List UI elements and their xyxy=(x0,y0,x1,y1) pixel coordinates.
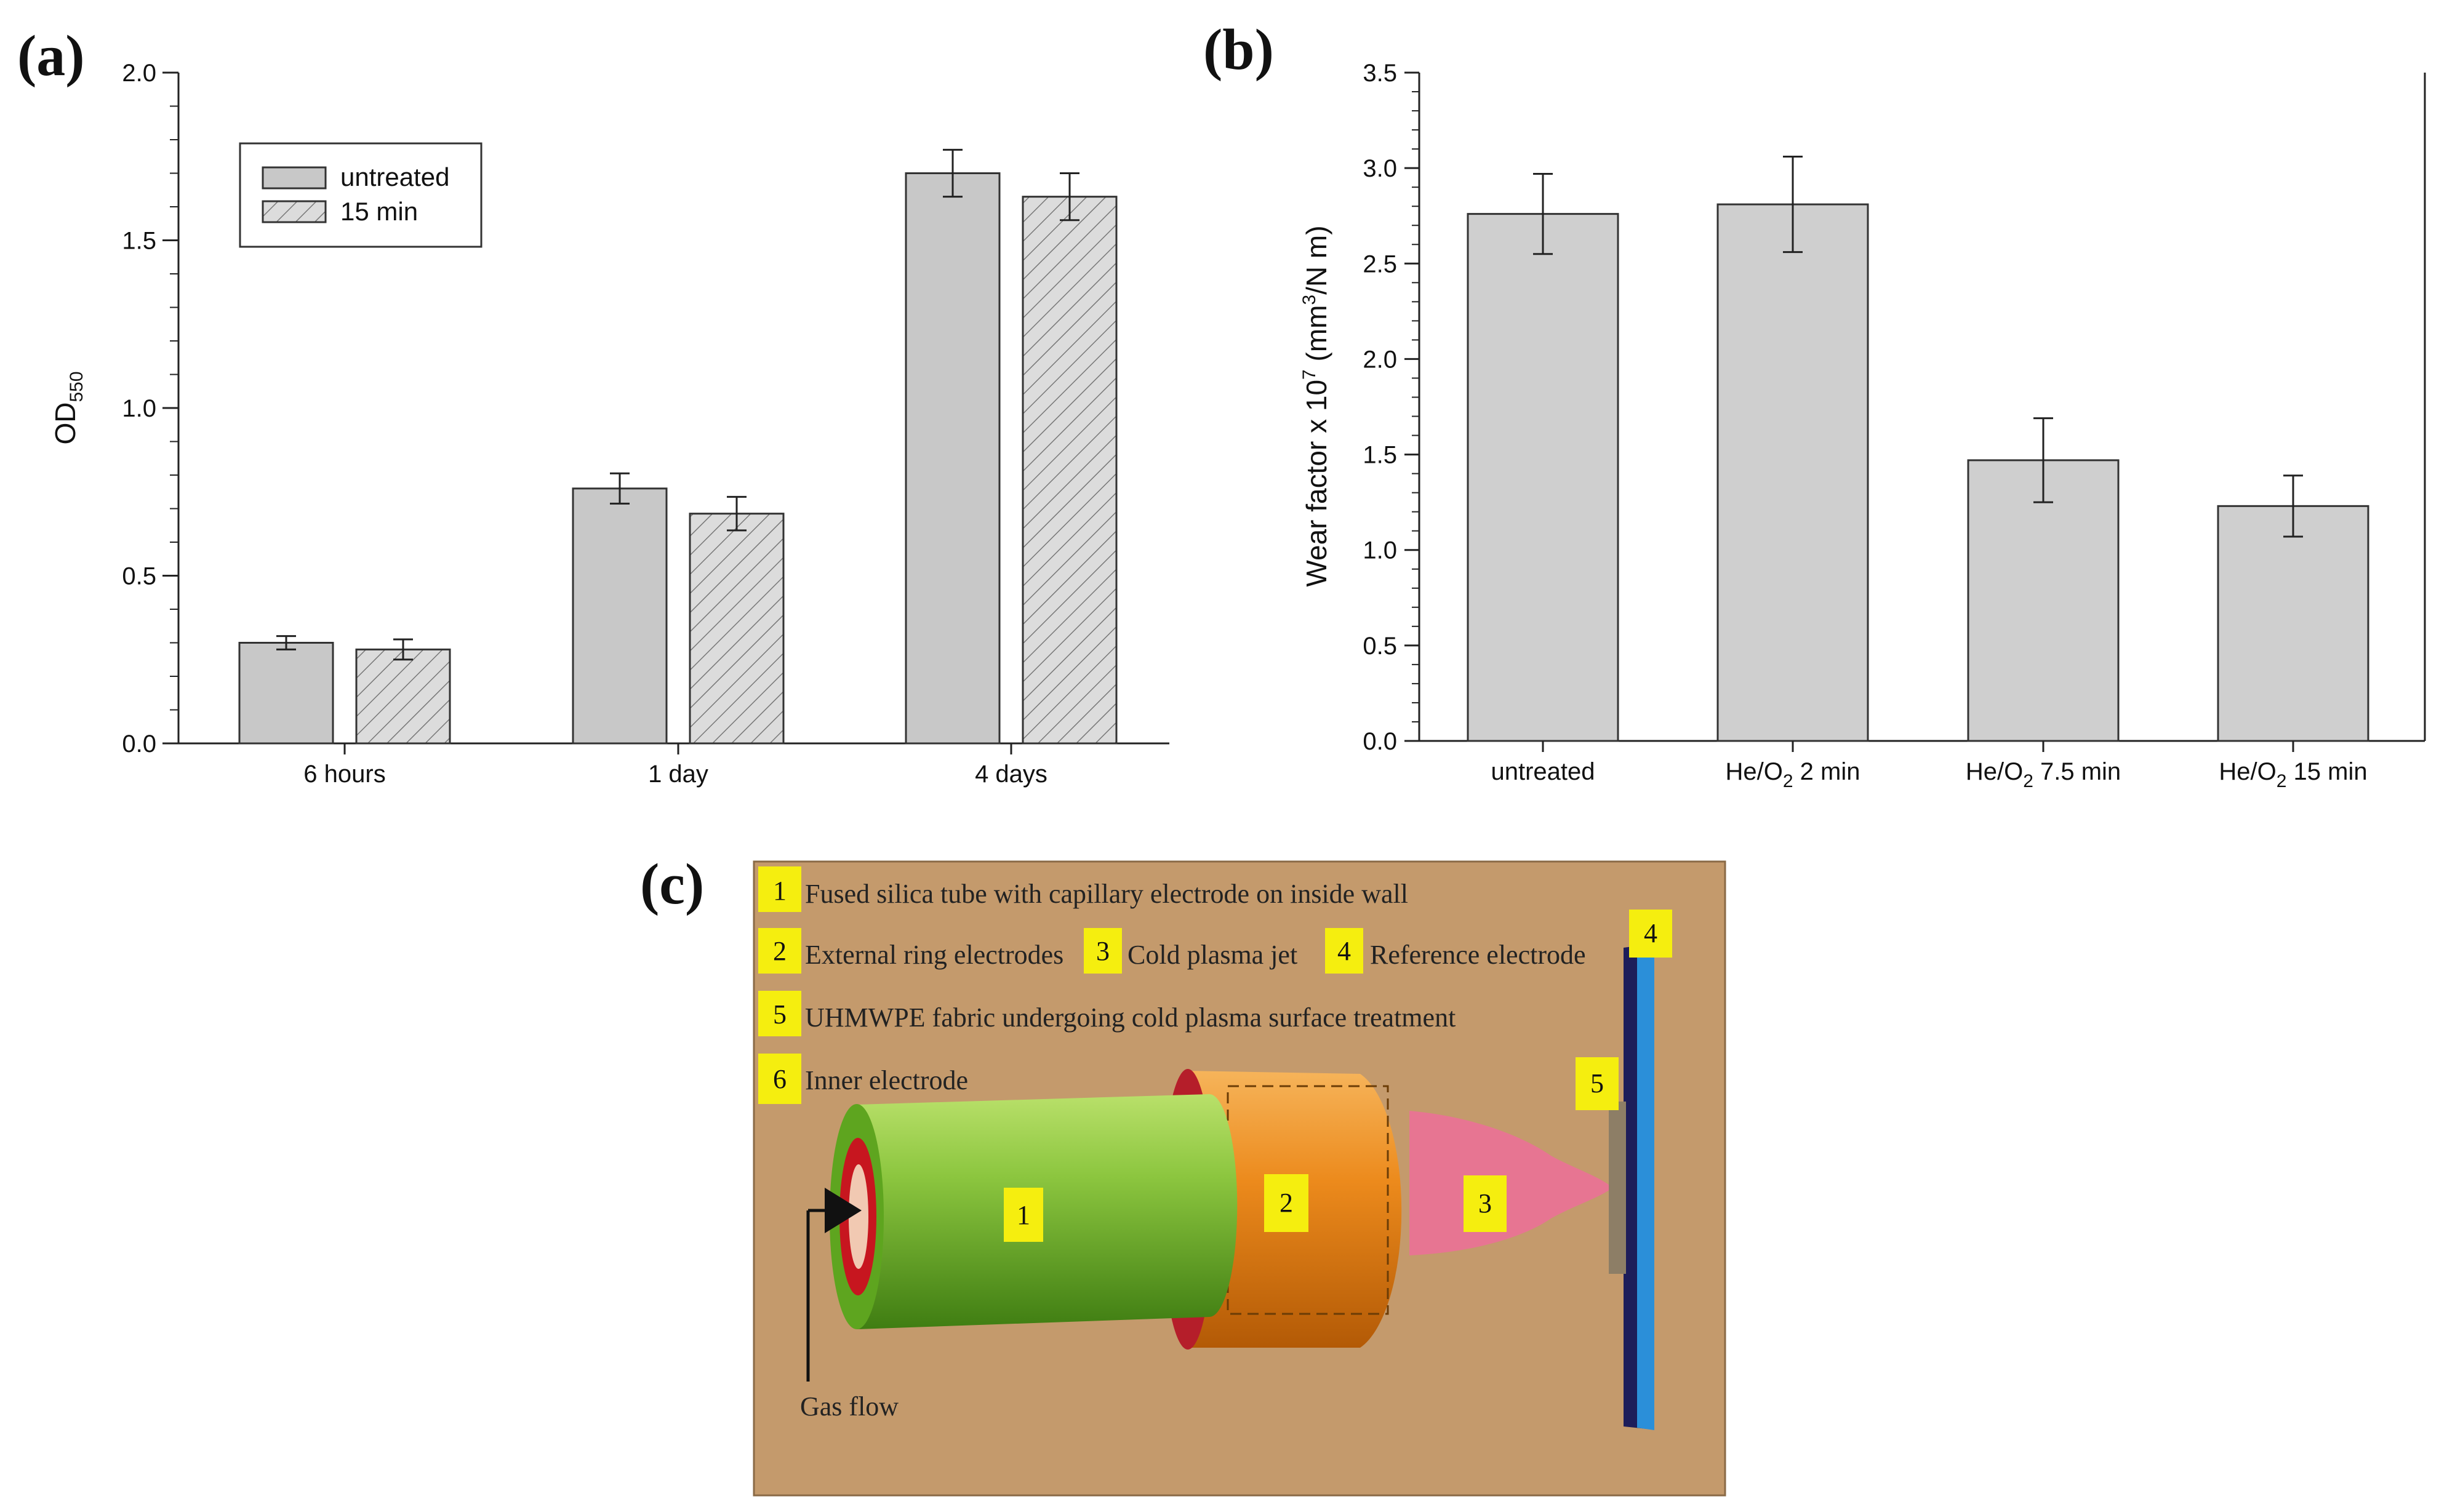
y-tick-label-b: 0.5 xyxy=(1363,633,1397,660)
y-ticks-a: 0.0 0.5 1.0 1.5 2.0 xyxy=(122,60,178,758)
legend-text-4: Reference electrode xyxy=(1370,940,1586,970)
part-label-5: 5 xyxy=(1590,1068,1604,1098)
error-bar-a xyxy=(1060,172,1079,222)
bar-a-untreated-1 xyxy=(572,487,668,745)
bar-b-0 xyxy=(1467,213,1619,742)
error-bar-b xyxy=(1783,156,1803,254)
error-bar-a xyxy=(393,638,413,661)
y-tick-label-b: 3.5 xyxy=(1363,60,1397,87)
legend-swatch-untreated xyxy=(262,166,327,190)
diagram-legend: 1 Fused silica tube with capillary elect… xyxy=(758,866,1586,1104)
legend-num-4: 4 xyxy=(1337,936,1351,966)
x-tick-label-a: 4 days xyxy=(975,761,1047,788)
x-tick-label-a: 1 day xyxy=(648,761,708,788)
legend-text-5: UHMWPE fabric undergoing cold plasma sur… xyxy=(805,1002,1456,1033)
legend-num-3: 3 xyxy=(1096,936,1110,966)
x-tick-label-a: 6 hours xyxy=(303,761,385,788)
x-tick-label-b: untreated xyxy=(1491,758,1595,785)
y-tick-label-b: 0.0 xyxy=(1363,728,1397,755)
bar-a-15-min-0 xyxy=(355,648,451,745)
gas-flow-arrow xyxy=(806,1188,862,1382)
error-bar-a xyxy=(276,635,296,650)
diagram-c: (c) 1 Fused silica tube with capillary e… xyxy=(640,852,1726,1497)
legend-text-3: Cold plasma jet xyxy=(1127,940,1297,970)
legend-num-box-6 xyxy=(758,1054,801,1104)
silica-tube-body xyxy=(857,1094,1238,1329)
legend-num-box-2 xyxy=(758,928,801,974)
bar-a-15-min-1 xyxy=(689,513,785,745)
error-bar-b xyxy=(2283,474,2303,538)
panel-label-b: (b) xyxy=(1203,18,1274,82)
legend-text-6: Inner electrode xyxy=(805,1065,968,1095)
legend-box-a xyxy=(239,142,483,248)
x-tick-label-b: He/O2 15 min xyxy=(2219,758,2367,791)
legend-num-5: 5 xyxy=(773,999,787,1030)
legend-text-2: External ring electrodes xyxy=(805,940,1063,970)
y-tick-label-b: 3.0 xyxy=(1363,155,1397,182)
y-tick-label-b: 2.0 xyxy=(1363,346,1397,373)
gas-flow-label: Gas flow xyxy=(800,1391,899,1422)
x-tick-labels-a: 6 hours 1 day 4 days xyxy=(303,743,1047,788)
bars-a xyxy=(238,148,1118,745)
panel-label-a: (a) xyxy=(17,24,85,88)
part-label-box-3 xyxy=(1464,1175,1507,1232)
legend-num-box-4 xyxy=(1325,928,1363,974)
plasma-jet xyxy=(1409,1111,1612,1255)
part-label-4: 4 xyxy=(1644,918,1657,948)
tube-bore xyxy=(849,1164,868,1269)
legend-a: untreated 15 min xyxy=(239,142,483,248)
y-ticks-b: 0.0 0.5 1.0 1.5 2.0 2.5 3.0 3.5 xyxy=(1363,60,1419,755)
bar-a-untreated-2 xyxy=(905,172,1001,745)
y-tick-label-b: 1.0 xyxy=(1363,537,1397,564)
part-label-box-1 xyxy=(1004,1188,1043,1242)
error-bar-b xyxy=(1533,172,1553,255)
legend-num-1: 1 xyxy=(773,876,787,906)
x-tick-label-b: He/O2 7.5 min xyxy=(1966,758,2121,791)
y-tick-label-a: 1.5 xyxy=(122,228,156,255)
part-label-box-5 xyxy=(1576,1057,1619,1110)
error-bar-a xyxy=(727,495,747,532)
legend-num-box-3 xyxy=(1084,928,1122,974)
legend-num-box-5 xyxy=(758,991,801,1036)
y-tick-label-b: 1.5 xyxy=(1363,442,1397,469)
y-tick-label-a: 1.0 xyxy=(122,395,156,422)
error-bar-a xyxy=(943,148,963,198)
bar-b-1 xyxy=(1716,203,1869,742)
bar-a-untreated-0 xyxy=(238,642,334,745)
y-tick-label-a: 2.0 xyxy=(122,60,156,87)
legend-num-6: 6 xyxy=(773,1064,787,1094)
bar-a-15-min-2 xyxy=(1022,196,1118,745)
legend-text-1: Fused silica tube with capillary electro… xyxy=(805,879,1408,909)
legend-label-15min: 15 min xyxy=(340,197,418,226)
y-axis-label-b: Wear factor x 107 (mm3/N m) xyxy=(1299,225,1332,586)
legend-num-box-1 xyxy=(758,866,801,912)
part-label-1: 1 xyxy=(1017,1200,1030,1230)
y-tick-label-a: 0.0 xyxy=(122,730,156,758)
part-label-2: 2 xyxy=(1280,1188,1293,1218)
y-axis-label-a: OD550 xyxy=(49,371,87,444)
chart-b: (b) 0.0 0.5 1.0 1.5 2.0 2.5 3.0 3.5 untreated He… xyxy=(1203,18,2426,791)
x-tick-labels-b: untreated He/O2 2 min He/O2 7.5 min He/O2 1… xyxy=(1491,741,2368,791)
part-label-3: 3 xyxy=(1478,1188,1492,1218)
error-bar-b xyxy=(2033,417,2053,503)
legend-swatch-15min xyxy=(262,200,327,223)
legend-label-untreated: untreated xyxy=(340,162,449,191)
part-label-box-2 xyxy=(1264,1174,1308,1232)
uhmwpe-fabric xyxy=(1609,1102,1626,1274)
y-tick-label-b: 2.5 xyxy=(1363,250,1397,278)
reference-electrode-face xyxy=(1637,948,1654,1430)
bar-b-3 xyxy=(2217,505,2369,742)
error-bar-a xyxy=(610,472,630,505)
part-label-box-4 xyxy=(1629,910,1672,958)
panel-label-c: (c) xyxy=(640,852,704,916)
y-tick-label-a: 0.5 xyxy=(122,563,156,590)
legend-num-2: 2 xyxy=(773,936,787,966)
x-tick-label-b: He/O2 2 min xyxy=(1726,758,1860,791)
bars-b xyxy=(1467,156,2369,742)
chart-a: (a) 0.0 0.5 1.0 1.5 2.0 6 hours 1 day 4 days O… xyxy=(17,24,1169,788)
